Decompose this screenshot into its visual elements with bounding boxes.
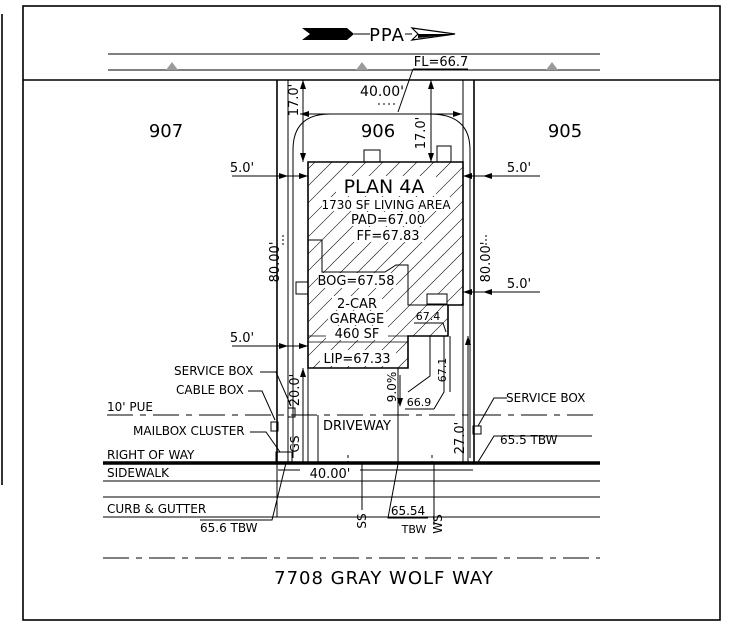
ss-label: SS — [355, 513, 369, 528]
hatch-line — [488, 150, 718, 380]
tbw-center-label: TBW — [401, 523, 427, 536]
lot-depth-right: 80.00' — [479, 242, 494, 283]
bog-elevation: BOG=67.58 — [317, 274, 394, 289]
lot-number-center: 906 — [361, 121, 395, 142]
living-area: 1730 SF LIVING AREA — [321, 198, 451, 212]
service-box-right-label: SERVICE BOX — [506, 391, 585, 405]
pad-elevation: PAD=67.00 — [351, 213, 425, 228]
triangle-marker-icon — [356, 62, 368, 70]
hatch-line — [308, 162, 362, 368]
driveway-slope: 9.0% — [385, 372, 399, 403]
driveway-label: DRIVEWAY — [323, 419, 391, 434]
pue-label: 10' PUE — [107, 400, 153, 414]
triangle-marker-icon — [166, 62, 178, 70]
spot-elevation-right: 67.1 — [436, 358, 449, 383]
garage-line2: GARAGE — [330, 312, 384, 327]
hatch-line — [402, 162, 463, 368]
front-setback-right: 27.0' — [453, 422, 468, 455]
hatch-line — [436, 162, 463, 368]
sheet-border — [22, 5, 721, 621]
rear-setback-right-label: 17.0' — [414, 117, 429, 150]
curb-gutter-label: CURB & GUTTER — [107, 502, 206, 516]
service-box-left-label: SERVICE BOX — [174, 364, 253, 378]
side-setback-right-2: 5.0' — [507, 277, 531, 292]
right-of-way-label: RIGHT OF WAY — [107, 448, 195, 462]
gs-label: GS — [288, 436, 302, 453]
plan-name: PLAN 4A — [344, 176, 425, 198]
front-width-label: 40.00' — [310, 467, 351, 482]
garage-spot-elevation: 67.4 — [416, 310, 441, 323]
rear-setback-left-label: 17.0' — [287, 84, 302, 117]
hatch-line — [419, 162, 463, 368]
tbw-left: 65.6 TBW — [200, 521, 258, 535]
north-arrow-label: PPA — [369, 25, 405, 46]
ff-elevation: FF=67.83 — [356, 229, 419, 244]
tbw-center-value: 65.54 — [391, 504, 425, 518]
cable-box-icon — [270, 421, 279, 432]
north-arrow-icon — [302, 27, 456, 41]
lot-number-left: 907 — [149, 121, 183, 142]
street-name: 7708 GRAY WOLF WAY — [274, 568, 494, 589]
side-setback-left-2: 5.0' — [230, 331, 254, 346]
service-box-right-icon — [472, 425, 482, 435]
hatch-line — [471, 150, 701, 380]
mailbox-cluster-label: MAILBOX CLUSTER — [133, 424, 245, 438]
fl-elevation: FL=66.7 — [414, 55, 469, 70]
rear-width-dim-label: 40.00' — [360, 84, 404, 100]
lip-elevation: LIP=67.33 — [323, 352, 390, 367]
triangle-marker-icon — [546, 62, 558, 70]
side-setback-right-1: 5.0' — [507, 161, 531, 176]
sidewalk-label: SIDEWALK — [107, 466, 170, 480]
side-setback-left-1: 5.0' — [230, 161, 254, 176]
ws-label: WS — [431, 514, 445, 533]
tbw-right: 65.5 TBW — [500, 433, 558, 447]
front-setback-left: 20.0' — [288, 374, 303, 407]
garage-area: 460 SF — [335, 327, 380, 342]
hatch-line — [308, 162, 463, 368]
service-box-left-icon — [287, 407, 296, 418]
lot-number-right: 905 — [548, 121, 582, 142]
driveway-spot-elevation: 66.9 — [407, 396, 432, 409]
house-footprint — [307, 161, 464, 369]
lot-depth-left: 80.00' — [268, 242, 283, 283]
garage-line1: 2-CAR — [337, 297, 377, 312]
pad-outline — [292, 113, 471, 458]
hatch-line — [308, 162, 463, 368]
cable-box-label: CABLE BOX — [176, 383, 244, 397]
